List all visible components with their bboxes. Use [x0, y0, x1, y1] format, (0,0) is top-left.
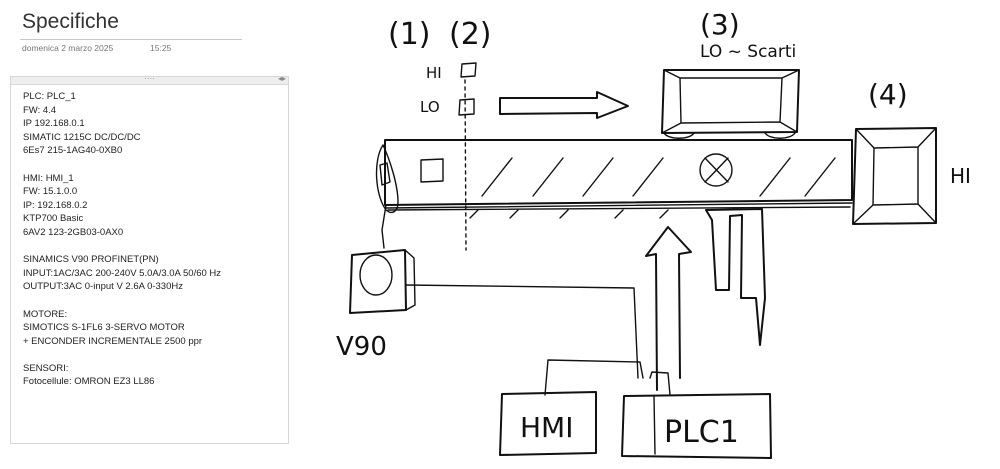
reject-bin-wheels [663, 132, 796, 139]
page-title[interactable]: Specifiche [22, 10, 119, 33]
conveyor-hatching [469, 157, 836, 219]
conveyor-belt [384, 139, 853, 206]
note-line: IP: 192.168.0.2 [23, 199, 88, 211]
note-line: 6AV2 123-2GB03-0AX0 [23, 226, 124, 238]
reject-product-icon [699, 153, 733, 187]
drive-cable [405, 284, 639, 379]
page-date: domenica 2 marzo 2025 [22, 43, 114, 53]
drive-belt [381, 204, 387, 249]
product-on-conveyor [420, 158, 444, 183]
note-line: IP 192.168.0.1 [23, 118, 85, 130]
resize-arrows-icon[interactable]: ◂▸ [277, 74, 286, 83]
direction-arrow-icon [499, 91, 629, 119]
note-container[interactable]: ···· ◂▸ PLC: PLC_1 FW: 4.4 IP 192.168.0.… [10, 74, 289, 444]
hi-bin-inner [852, 127, 937, 225]
title-divider [20, 39, 242, 40]
note-line: KTP700 Basic [23, 213, 84, 225]
note-line: FW: 15.1.0.0 [23, 186, 78, 198]
note-line: SIMATIC 1215C DC/DC/DC [23, 131, 141, 143]
note-line: SENSORI: [23, 362, 69, 374]
note-body[interactable]: PLC: PLC_1 FW: 4.4 IP 192.168.0.1 SIMATI… [23, 90, 283, 389]
reject-product-cross [704, 157, 729, 183]
sketch-label-lo-sensor: LO [420, 98, 440, 116]
note-line: Fotocellule: OMRON EZ3 LL86 [23, 376, 155, 388]
plc-box [621, 393, 772, 459]
sketch-label-hmi: HMI [520, 411, 573, 444]
note-line: HMI: HMI_1 [23, 172, 74, 184]
note-line: OUTPUT:3AC 0-input V 2.6A 0-330Hz [23, 281, 183, 293]
note-line: PLC: PLC_1 [23, 91, 76, 102]
note-line: 6Es7 215-1AG40-0XB0 [23, 145, 123, 157]
plc-connector [649, 371, 671, 396]
sketch-label-4: (4) [868, 78, 908, 111]
note-line: + ENCONDER INCREMENTALE 2500 ppr [23, 335, 203, 347]
plc-divider [653, 395, 656, 455]
hi-sensor-icon [460, 62, 477, 78]
note-container-handle[interactable]: ···· ◂▸ [11, 74, 288, 85]
sketch-label-hi-sensor: HI [426, 64, 442, 82]
drag-grip-icon[interactable]: ···· [144, 74, 155, 83]
roller-axis [379, 162, 391, 186]
note-line: SINAMICS V90 PROFINET(PN) [23, 254, 159, 266]
v90-drive-side [404, 249, 416, 311]
hmi-cable [544, 359, 644, 396]
v90-drive-box [349, 249, 407, 314]
page-time: 15:25 [150, 43, 172, 53]
note-line: SIMOTICS S-1FL6 3-SERVO MOTOR [23, 322, 185, 334]
conveyor-belt-edge [384, 202, 853, 211]
sketch-label-v90: V90 [336, 332, 387, 362]
note-line: FW: 4.4 [23, 104, 57, 116]
hmi-box [499, 391, 597, 456]
reject-bin-inner [661, 69, 800, 134]
sketch-label-lo-scarti: LO ~ Scarti [700, 42, 796, 62]
sensor-beam-line [464, 79, 467, 251]
sketch-label-3: (3) [700, 8, 740, 41]
upward-arrow-icon [645, 226, 692, 391]
sketch-label-1: (1) [388, 17, 431, 52]
sketch-label-plc: PLC1 [664, 415, 739, 450]
sketch-label-hi-bin: HI [950, 164, 971, 188]
note-line: INPUT:1AC/3AC 200-240V 5.0A/3.0A 50/60 H… [23, 267, 222, 279]
ejector-mechanism [705, 208, 766, 346]
note-line: MOTORE: [23, 308, 68, 320]
sketch-label-2: (2) [449, 17, 492, 52]
conveyor-roller [375, 144, 399, 214]
servo-motor-icon [359, 254, 393, 296]
lo-sensor-icon [458, 98, 475, 116]
